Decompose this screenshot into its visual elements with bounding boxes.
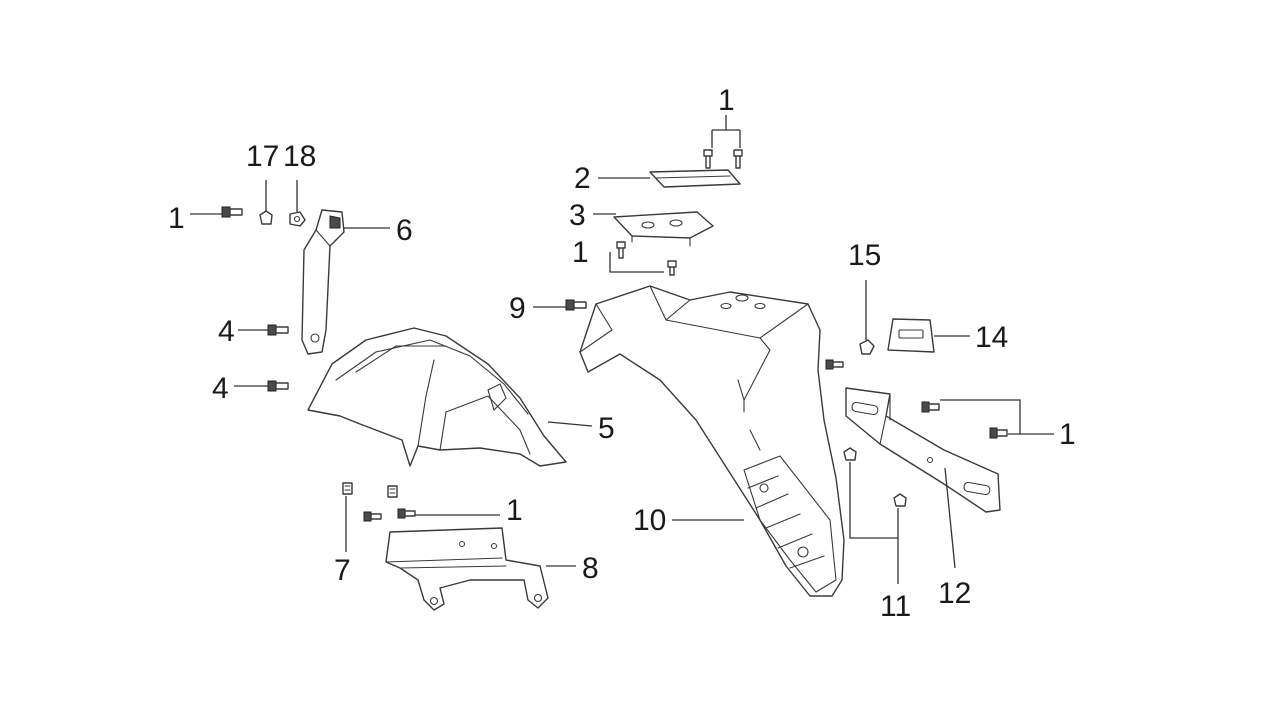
callout-10: 10 <box>633 504 666 537</box>
part-2-plate <box>649 169 741 188</box>
leader-lines <box>190 115 1054 584</box>
callout-5: 5 <box>598 412 615 445</box>
callout-14: 14 <box>975 321 1008 354</box>
part-17-nut <box>259 210 273 225</box>
callout-18: 18 <box>283 140 316 173</box>
callout-2: 2 <box>574 162 591 195</box>
part-8-mount-bracket <box>385 527 549 611</box>
callout-17: 17 <box>246 140 279 173</box>
callout-1-left: 1 <box>168 202 185 235</box>
part-12-plate-bracket <box>845 387 1001 513</box>
part-4-bolts <box>267 324 289 392</box>
part-18-washer <box>289 211 306 227</box>
callout-7: 7 <box>334 554 351 587</box>
part-1-left-bolt <box>221 206 243 218</box>
callout-8: 8 <box>582 552 599 585</box>
part-11-nuts <box>843 447 907 507</box>
callout-labels: 1 2 3 1 9 15 14 1 10 11 12 17 18 1 6 4 4… <box>168 84 1076 623</box>
callout-11: 11 <box>880 590 911 623</box>
callout-9: 9 <box>509 292 526 325</box>
callout-1-right: 1 <box>1059 418 1076 451</box>
fender-bolt <box>825 359 844 370</box>
part-10-rear-fender <box>579 285 845 597</box>
callout-6: 6 <box>396 214 413 247</box>
part-5-mudguard <box>307 327 567 467</box>
mid-bolts <box>616 241 677 276</box>
part-3-bracket <box>613 211 714 247</box>
part-1-plate-bolts <box>921 401 1008 439</box>
callout-1-bottom: 1 <box>506 494 523 527</box>
part-6-stay-bracket <box>301 209 345 355</box>
part-14-reflector <box>887 318 935 353</box>
part-15-nut <box>859 339 875 355</box>
callout-3: 3 <box>569 199 586 232</box>
part-1-bottom-bolts <box>363 508 416 522</box>
callout-4-b: 4 <box>212 372 229 405</box>
callout-15: 15 <box>848 239 881 272</box>
callout-1-top: 1 <box>718 84 735 117</box>
part-9-bolt <box>565 299 587 311</box>
top-bolts <box>703 149 743 169</box>
part-7-clips <box>342 482 398 498</box>
callout-4-a: 4 <box>218 315 235 348</box>
callout-1-mid: 1 <box>572 236 589 269</box>
callout-12: 12 <box>938 577 971 610</box>
